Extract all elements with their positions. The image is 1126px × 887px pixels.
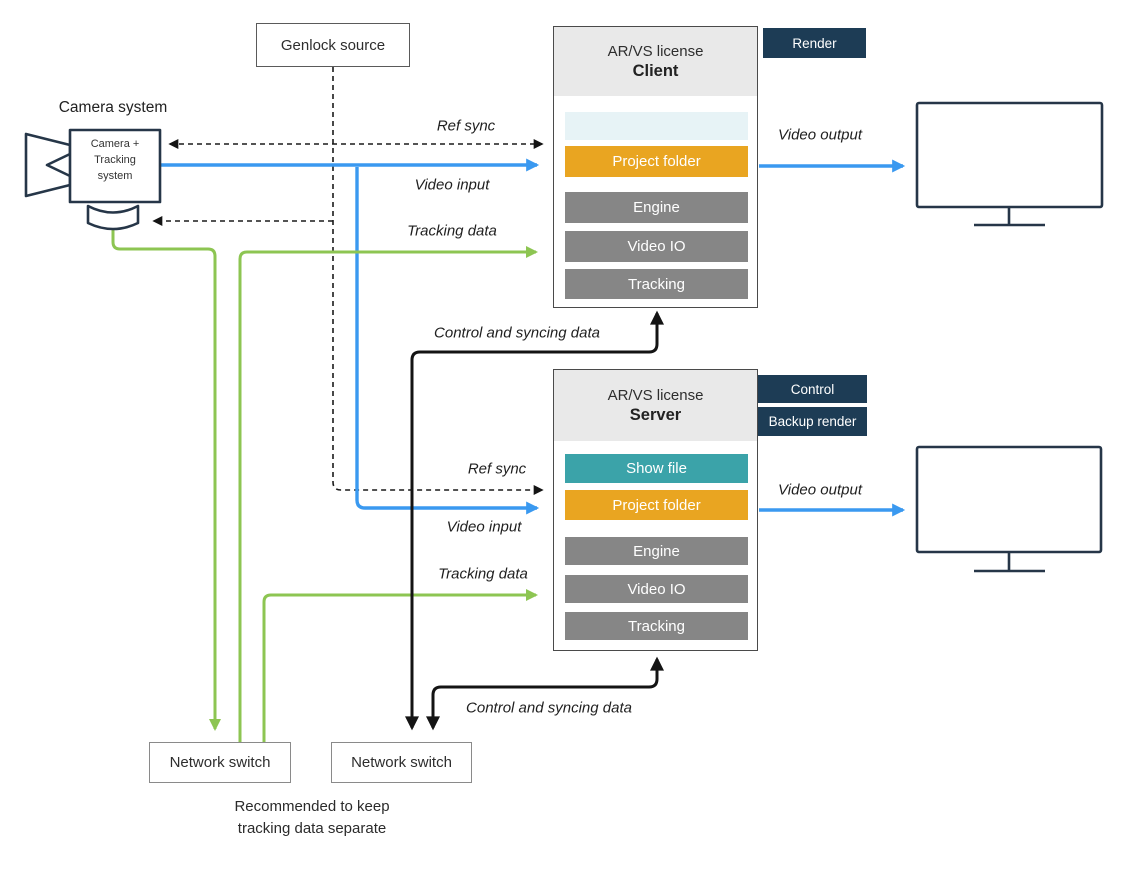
server-header: AR/VS license Server — [554, 370, 757, 441]
camera-lens — [24, 132, 72, 198]
camera-body-label-line2: Tracking — [94, 154, 136, 166]
camera-body-label-line3: system — [97, 170, 133, 182]
client-row-video-io: Video IO — [565, 231, 748, 262]
tracking-note: Recommended to keep tracking data separa… — [234, 796, 389, 840]
ref-sync-label-server: Ref sync — [467, 460, 527, 478]
client-row-project-folder: Project folder — [565, 146, 748, 177]
tracking-data-label-client: Tracking data — [407, 222, 497, 240]
control-badge: Control — [758, 375, 867, 403]
tracking-line-switch-to-client — [238, 246, 538, 742]
video-output-label-server: Video output — [778, 481, 862, 499]
client-row-engine: Engine — [565, 192, 748, 223]
tracking-note-line1: Recommended to keep — [234, 798, 390, 815]
camera-icon — [24, 128, 162, 231]
client-title: AR/VS license — [607, 42, 704, 60]
network-switch-right-label: Network switch — [351, 754, 452, 771]
camera-system-label: Camera system — [58, 99, 168, 116]
network-switch-left: Network switch — [149, 742, 291, 783]
server-row-video-io: Video IO — [565, 575, 748, 603]
genlock-sync-line — [332, 67, 544, 495]
client-license-box: AR/VS license Client Project folder Engi… — [553, 26, 758, 308]
tracking-sensor-icon — [86, 204, 140, 231]
genlock-source-box: Genlock source — [256, 23, 410, 67]
backup-render-badge: Backup render — [758, 407, 867, 436]
client-header: AR/VS license Client — [554, 27, 757, 96]
server-title: AR/VS license — [607, 386, 704, 404]
video-output-label-client: Video output — [778, 126, 862, 144]
ref-sync-label-client: Ref sync — [436, 117, 496, 135]
server-row-project-folder: Project folder — [565, 490, 748, 520]
network-switch-left-label: Network switch — [169, 754, 271, 771]
control-line-server — [426, 656, 664, 731]
render-badge: Render — [763, 28, 866, 58]
genlock-source-label: Genlock source — [280, 36, 386, 54]
video-input-label-server: Video input — [446, 518, 522, 536]
tracking-data-label-server: Tracking data — [438, 565, 528, 583]
tracking-note-line2: tracking data separate — [237, 819, 387, 837]
network-switch-right: Network switch — [331, 742, 472, 783]
client-row-tracking: Tracking — [565, 269, 748, 299]
server-row-engine: Engine — [565, 537, 748, 565]
camera-body-label-line1: Camera + — [90, 138, 140, 150]
control-line-client — [405, 310, 664, 731]
client-row-empty-slot — [565, 112, 748, 140]
camera-body-label: Camera + Tracking system — [70, 136, 160, 184]
control-sync-label-client: Control and syncing data — [434, 324, 600, 342]
monitor-icon-bottom — [915, 445, 1103, 573]
tracking-line-camera-to-switch — [111, 229, 221, 731]
camera-body — [68, 128, 162, 204]
tracking-line-switch-to-server — [262, 589, 538, 742]
server-subtitle: Server — [629, 405, 682, 424]
control-sync-label-server: Control and syncing data — [466, 699, 632, 717]
video-input-label-client: Video input — [414, 176, 490, 194]
server-license-box: AR/VS license Server Show file Project f… — [553, 369, 758, 651]
server-row-tracking: Tracking — [565, 612, 748, 640]
monitor-icon-top — [915, 101, 1104, 227]
video-input-line-server — [355, 167, 540, 515]
client-subtitle: Client — [632, 61, 679, 80]
server-row-show-file: Show file — [565, 454, 748, 483]
